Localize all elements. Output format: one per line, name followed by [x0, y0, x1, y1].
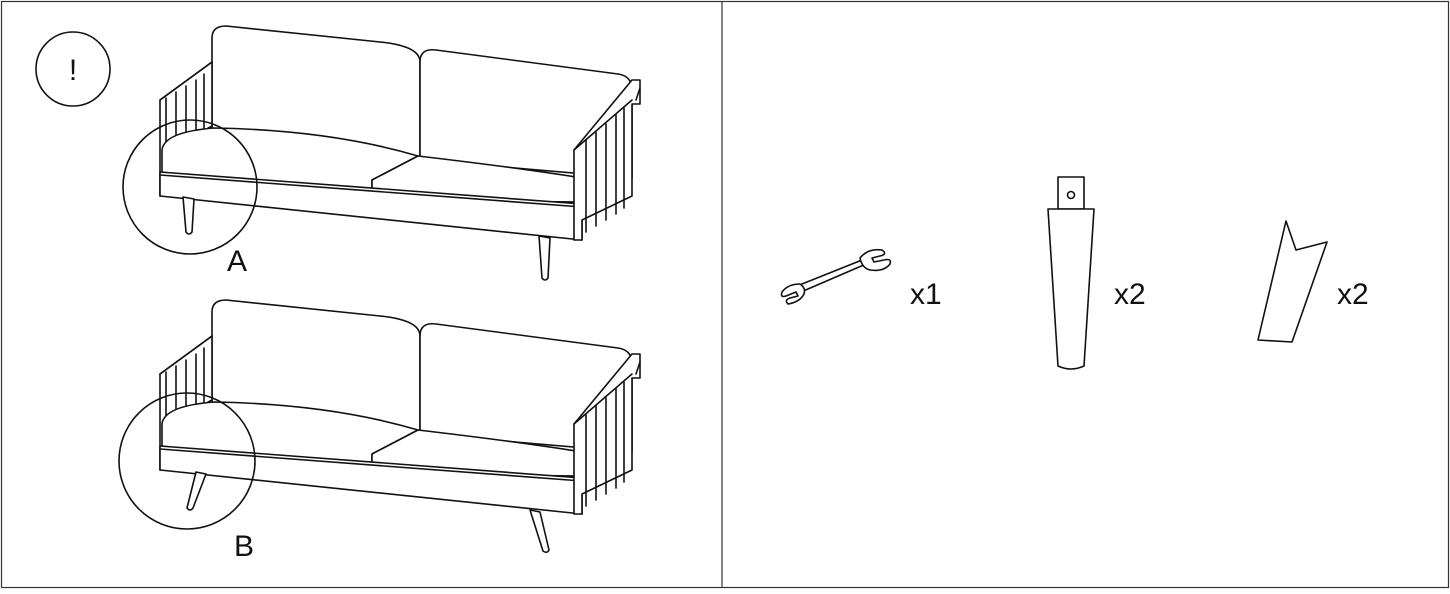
sofa-leg-left	[182, 196, 195, 235]
parts-list: x1 x2 x2	[780, 176, 1369, 370]
part-quantity-wrench: x1	[910, 278, 942, 311]
part-quantity-leg: x2	[1114, 278, 1146, 311]
wrench-icon	[780, 248, 892, 305]
part-quantity-wedge: x2	[1337, 278, 1369, 311]
part-wedge: x2	[1257, 220, 1369, 343]
notice-badge: !	[35, 31, 111, 107]
sofa-leg-right	[529, 509, 550, 554]
variant-label-a: A	[227, 245, 247, 278]
angle-wedge-icon	[1257, 220, 1328, 343]
sofa-leg-right	[538, 235, 551, 281]
sofa-variant-b: B	[118, 299, 641, 563]
detail-circle-b	[118, 392, 256, 530]
notice-circle-icon	[35, 31, 111, 107]
variant-label-b: B	[234, 530, 254, 563]
leg-icon	[1047, 176, 1095, 370]
sofa-variant-a: A	[122, 25, 641, 281]
detail-circle-a	[122, 119, 258, 255]
sofa-leg-left	[186, 471, 207, 511]
part-wrench: x1	[780, 248, 942, 311]
part-leg: x2	[1047, 176, 1146, 370]
notice-symbol: !	[69, 54, 77, 87]
